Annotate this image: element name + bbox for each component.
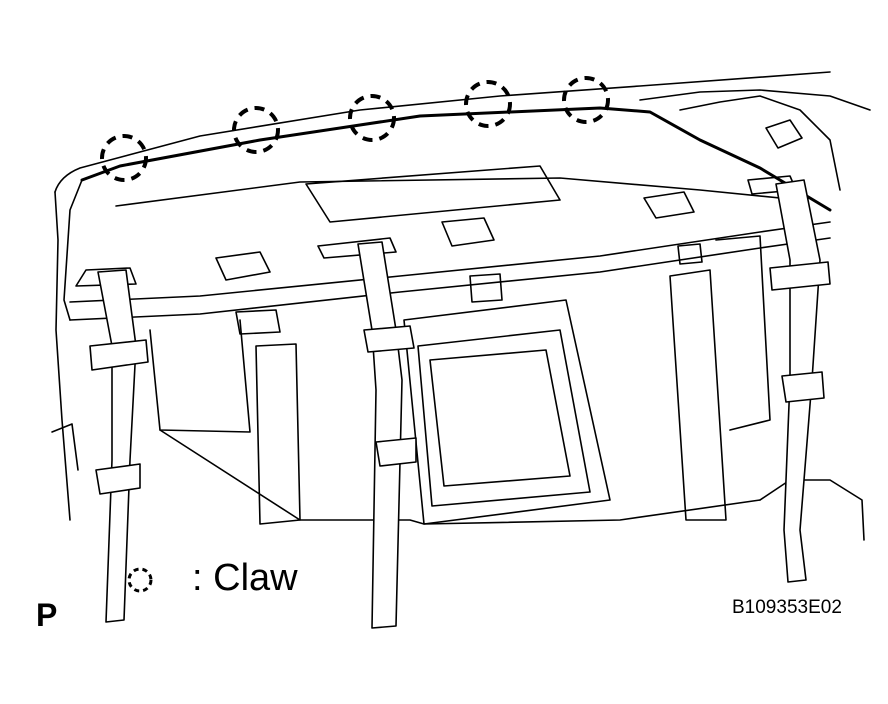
seat-frame-bottom <box>159 429 761 525</box>
seat-belt-right <box>769 179 831 583</box>
seat-belt-center <box>357 241 417 629</box>
left-body-line <box>51 423 79 471</box>
claw-marker-5 <box>562 76 610 124</box>
package-tray-front-lower <box>69 237 831 321</box>
left-pillar <box>54 191 71 521</box>
claw-marker-4 <box>464 80 512 128</box>
seatback-center-window <box>429 349 571 487</box>
legend-colon: : <box>192 557 203 599</box>
figure-id: B109353E02 <box>732 597 842 618</box>
bracket-left <box>235 309 281 335</box>
page-marker: P <box>36 597 58 633</box>
seatback-right <box>715 235 771 431</box>
tray-clip-5 <box>643 191 695 219</box>
claw-marker-2 <box>232 106 280 154</box>
dashed-circle-icon <box>127 567 153 593</box>
tray-clip-2 <box>215 251 271 281</box>
legend-label: : Claw <box>192 556 298 600</box>
right-trim <box>679 95 841 191</box>
seatback-center <box>403 299 611 525</box>
package-tray-front <box>69 221 831 303</box>
roof-edge-right <box>639 89 871 111</box>
tray-clip-4 <box>441 217 495 247</box>
claw-marker-1 <box>100 134 148 182</box>
claw-marker-3 <box>348 94 396 142</box>
seatback-left <box>149 319 251 433</box>
speaker-recess <box>305 165 561 223</box>
package-tray-top <box>80 106 832 212</box>
seat-belt-left <box>89 269 149 623</box>
seatback-left-inner <box>255 343 301 525</box>
legend-claw-text: Claw <box>213 557 298 599</box>
seatback-right-panel <box>669 269 727 521</box>
roof-outline <box>54 71 831 193</box>
right-lower-body <box>759 479 865 541</box>
seatback-center-inner <box>417 329 591 507</box>
package-tray-surface <box>115 177 801 207</box>
package-tray-left-edge <box>63 179 83 321</box>
tray-clip-3 <box>317 237 397 259</box>
bracket-right <box>677 243 703 265</box>
right-trim-box <box>765 119 803 149</box>
bracket-center <box>469 273 503 303</box>
